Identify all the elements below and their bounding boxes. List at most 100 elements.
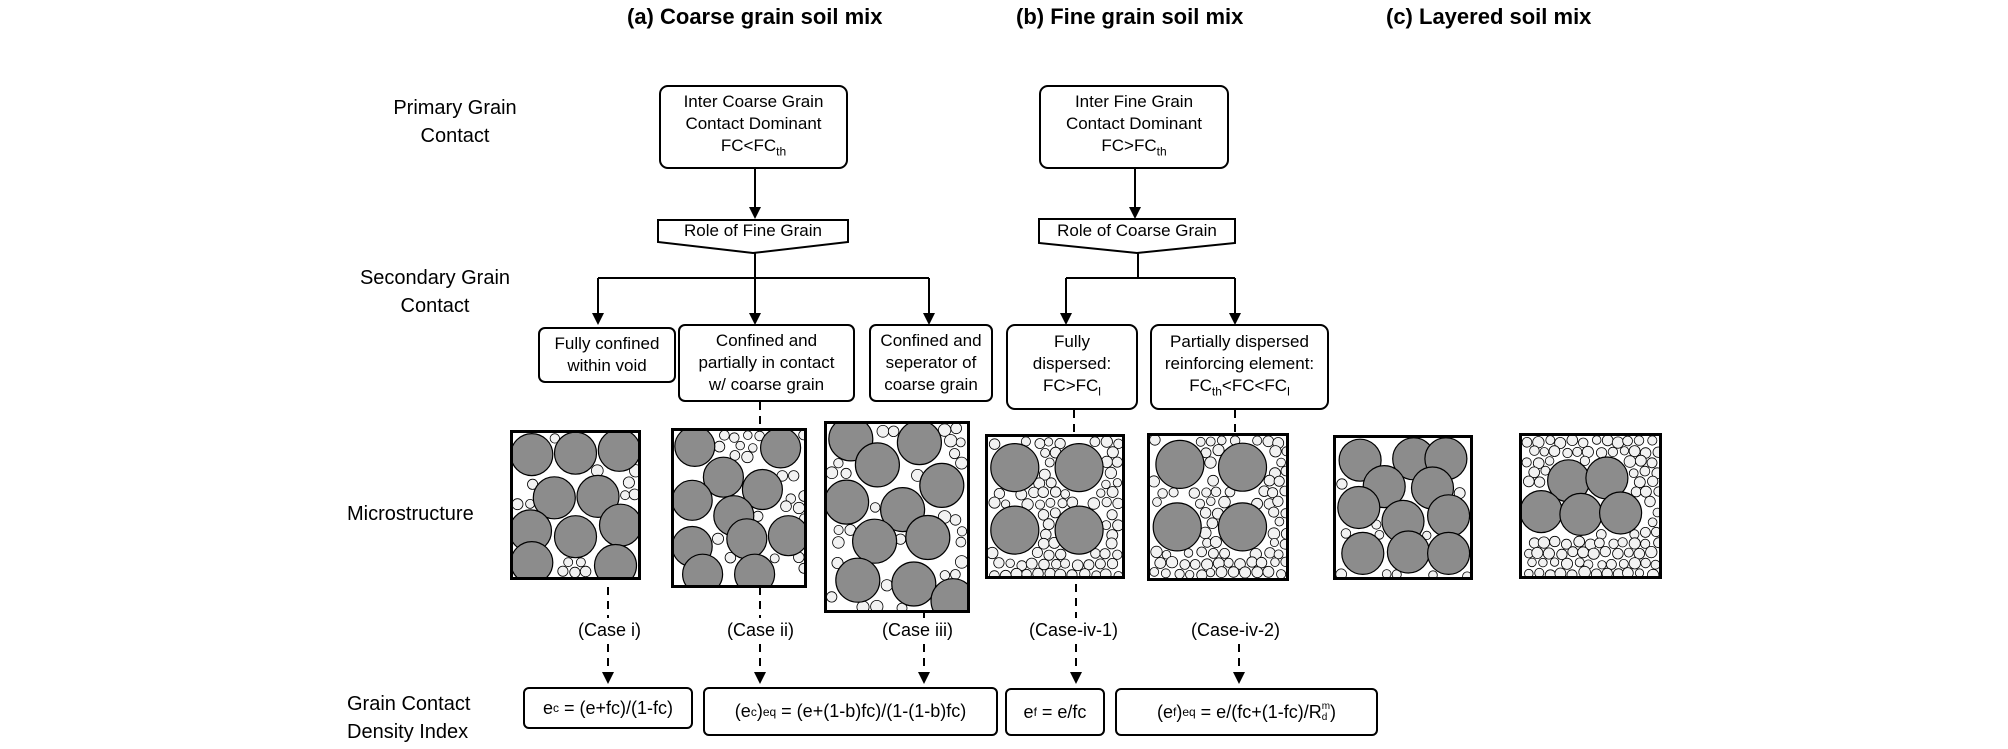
fine-grain [1034,438,1046,449]
fine-grain [1537,536,1551,549]
fine-grain [1549,557,1560,567]
fine-grain [1538,557,1548,568]
fine-grain [569,566,581,577]
fine-grain [832,536,845,549]
fine-grain [1527,557,1537,568]
fine-grain [1089,437,1101,447]
primary-box-fine-line1: Inter Fine Grain [1074,92,1194,112]
fine-grain [1633,476,1646,489]
fine-grain [955,536,967,548]
fine-grain [1640,527,1651,538]
fine-grain [1160,568,1171,578]
fine-grain [1205,436,1216,447]
fine-grain [1633,547,1646,560]
fine-grain [1606,558,1617,570]
fine-grain [833,525,844,536]
fine-grain [1010,567,1023,576]
fine-grain [1651,526,1659,538]
microstructure-case-iv1 [985,434,1125,579]
fine-grain [1106,486,1119,498]
secondary-box-case-iv2-line1: Partially dispersed [1170,332,1309,352]
fine-grain [748,443,758,453]
fine-grain [1269,538,1279,548]
fine-grain [792,501,804,515]
fine-grain [870,600,884,610]
fine-grain [1623,547,1634,558]
fine-grain [563,557,574,568]
secondary-box-case-ii-line2: partially in contact [698,353,835,372]
m5-grains [1150,436,1286,578]
fine-grain [1066,569,1078,576]
coarse-grain [702,456,745,498]
coarse-grain [1054,505,1104,555]
fine-grain [1270,557,1280,567]
coarse-grain [1386,530,1431,574]
secondary-box-case-i-line1: Fully confined [554,334,660,353]
primary-box-fine-cond-text: FC>FC [1101,136,1157,156]
secondary-box-case-i-line2: within void [567,356,647,375]
fine-grain [1044,567,1056,576]
fine-grain [1101,479,1111,490]
fine-grain [1104,466,1118,480]
fine-grain [1025,557,1038,570]
formula-ec-eq-sub: c [750,704,757,719]
fine-grain [1645,546,1658,559]
fine-grain [1051,558,1062,570]
primary-box-coarse-cond-sub: th [776,144,787,159]
fine-grain [1040,447,1050,458]
row-label-density-line2: Density Index [347,721,469,743]
fine-grain [1185,570,1195,578]
secondary-box-case-ii-line3: w/ coarse grain [708,375,825,394]
fine-grain [870,502,881,513]
fine-grain [1263,474,1276,487]
primary-box-fine-cond-sub: th [1156,144,1167,159]
formula-ec-eq-close: ) [756,701,763,721]
fine-grain [576,557,586,568]
secondary-box-case-iv2-cond-bsub: l [1287,384,1290,399]
fine-grain [1251,566,1264,578]
fine-grain [1601,567,1613,576]
fine-grain [1556,548,1568,561]
formula-ec-eq-open: (e [734,701,751,721]
fine-grain [1223,557,1234,568]
coarse-grain [674,479,713,521]
fine-grain [1199,507,1212,519]
fine-grain [887,425,900,438]
formula-ef-eq-end: ) [1330,701,1337,722]
row-label-secondary-line1: Secondary Grain [359,267,511,289]
coarse-grain [827,479,870,525]
coarse-grain [851,518,898,564]
fine-grain [1150,475,1160,488]
formula-ef-eq-close: ) [1176,701,1183,722]
fine-grain [1597,560,1607,570]
fine-grain [1054,438,1066,450]
fine-grain [1239,566,1252,578]
fine-grain [1154,557,1167,569]
secondary-box-case-iv1-cond-text: FC>FC [1043,376,1099,396]
coarse-grain [1217,442,1268,492]
secondary-box-case-iv2-line2: reinforcing element: [1164,354,1315,374]
fine-grain [1653,537,1659,549]
primary-box-coarse: Inter Coarse Grain Contact Dominant FC<F… [659,85,848,169]
fine-grain [1634,454,1647,467]
fine-grain [1554,437,1567,449]
fine-grain [1099,568,1112,576]
fine-grain [1037,509,1050,521]
fine-grain [557,565,569,577]
coarse-grain [1522,490,1563,534]
coarse-grain [990,443,1040,493]
fine-grain [1268,506,1280,518]
role-banner-coarse-label: Role of Coarse Grain [1057,221,1217,240]
fine-grain [1043,549,1055,561]
fine-grain [1578,565,1591,576]
microstructure-case-i [510,430,641,580]
fine-grain [579,565,592,577]
fine-grain [1549,535,1561,548]
formula-ef-eq-open: (e [1156,701,1173,722]
case-label-ii: (Case ii) [727,620,795,640]
fine-grain [1644,495,1656,508]
secondary-box-case-ii-line1: Confined and [715,331,818,350]
fine-grain [1188,487,1200,499]
fine-grain [1042,518,1055,531]
